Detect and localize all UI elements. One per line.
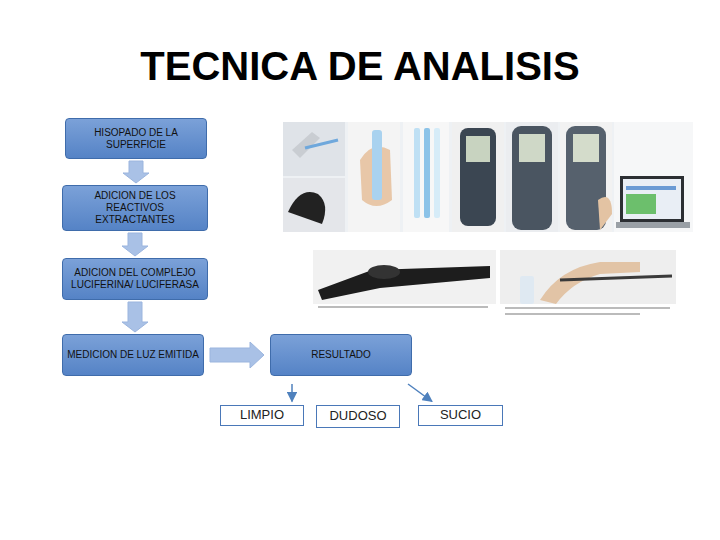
swab	[305, 140, 338, 148]
node-label: SUCIO	[440, 408, 481, 422]
process-box: HISOPADO DE LA SUPERFICIE	[65, 118, 207, 159]
photo-caption-ground	[313, 304, 496, 312]
node-label: LIMPIO	[240, 408, 284, 422]
test-tube	[434, 128, 440, 218]
photo-panel	[283, 122, 345, 176]
node-label: DUDOSO	[329, 409, 386, 423]
test-tube	[424, 128, 430, 218]
node-label: HISOPADO DE LA SUPERFICIE	[70, 127, 202, 151]
photo-ground	[283, 122, 693, 232]
block-arrow	[210, 342, 264, 368]
photo-panel	[403, 122, 449, 232]
node-label: MEDICION DE LUZ EMITIDA	[67, 349, 199, 361]
text-group: HISOPADO DE LA SUPERFICIE	[70, 127, 202, 151]
text-group: LIMPIO	[240, 408, 284, 422]
title: TECNICA DE ANALISIS	[0, 44, 720, 89]
device-screen	[519, 134, 545, 162]
result-box: RESULTADO	[270, 334, 412, 376]
forceps	[560, 276, 672, 280]
node-label: RESULTADO	[311, 349, 371, 361]
photo-row-top	[283, 122, 693, 232]
text-group: RESULTADO	[311, 349, 371, 361]
luminometer	[460, 128, 496, 226]
device-screen	[573, 134, 599, 162]
black-glove	[288, 192, 325, 224]
node-label: ADICION DEL COMPLEJO LUCIFERINA/ LUCIFER…	[67, 267, 203, 291]
outcome-box: SUCIO	[418, 405, 503, 426]
text-group: ADICION DEL COMPLEJO LUCIFERINA/ LUCIFER…	[67, 267, 203, 291]
photo-panel	[348, 122, 400, 232]
photo-panel	[452, 122, 504, 232]
screen-content	[623, 179, 681, 219]
block-arrow	[123, 161, 149, 183]
laptop-screen	[620, 176, 684, 222]
text-group: DUDOSO	[329, 409, 386, 423]
photo-panel	[506, 122, 558, 232]
text-group: MEDICION DE LUZ EMITIDA	[67, 349, 199, 361]
outcome-box: LIMPIO	[220, 405, 304, 426]
test-tube	[372, 130, 382, 200]
photo-panel	[560, 122, 612, 232]
caption-blur	[318, 306, 488, 308]
photo-caption-ground	[500, 304, 676, 318]
caption-blur	[505, 307, 670, 309]
caption-blur	[505, 313, 640, 315]
test-tube	[520, 276, 534, 304]
node-label: ADICION DE LOS REACTIVOS EXTRACTANTES	[67, 190, 203, 226]
hand	[540, 262, 640, 304]
text-group: SUCIO	[440, 408, 481, 422]
photo-row-bottom	[313, 250, 676, 318]
hand	[598, 197, 612, 230]
test-tube	[414, 128, 420, 218]
photo-panel	[313, 250, 496, 306]
endoscope-head	[368, 265, 400, 279]
process-box: MEDICION DE LUZ EMITIDA	[62, 334, 204, 376]
screen-content	[626, 194, 656, 214]
process-box: ADICION DE LOS REACTIVOS EXTRACTANTES	[62, 185, 208, 231]
device-screen	[466, 136, 490, 162]
connector-arrow	[408, 384, 432, 402]
block-arrow	[122, 233, 148, 256]
photo-panel	[500, 250, 676, 306]
endoscope	[318, 266, 490, 300]
screen-content	[626, 186, 676, 190]
luminometer	[512, 126, 552, 230]
outcome-box: DUDOSO	[316, 405, 400, 428]
photo-panel	[614, 122, 693, 232]
text-group: ADICION DE LOS REACTIVOS EXTRACTANTES	[67, 190, 203, 226]
photo-panel	[283, 178, 345, 232]
connector-arrow	[291, 384, 293, 402]
laptop-base	[616, 222, 690, 228]
process-box: ADICION DEL COMPLEJO LUCIFERINA/ LUCIFER…	[62, 258, 208, 300]
block-arrow	[122, 302, 148, 332]
